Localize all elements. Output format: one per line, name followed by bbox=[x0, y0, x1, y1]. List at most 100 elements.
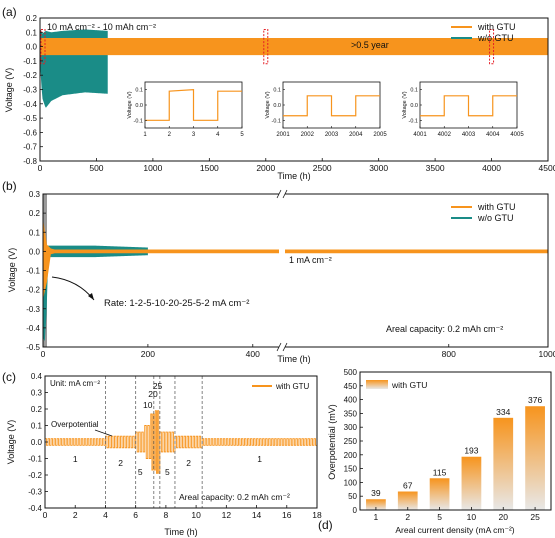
panel-label-b: (b) bbox=[2, 179, 17, 193]
chart-b-axis-break-gap bbox=[279, 192, 285, 349]
chart-c-segment-label: 1 bbox=[257, 454, 262, 464]
chart-a-ytick-label: 0.2 bbox=[26, 14, 38, 23]
chart-a-inset-ytick-label: -0.1 bbox=[134, 118, 143, 124]
series-with-gtu-band bbox=[40, 38, 548, 56]
chart-c-xtick-label: 6 bbox=[133, 510, 138, 520]
chart-a-ytick-label: -0.5 bbox=[23, 114, 37, 123]
chart-d-xtick-label: 10 bbox=[467, 512, 477, 522]
chart-d-value-label: 67 bbox=[403, 481, 413, 491]
chart-b-rate-arrow bbox=[51, 276, 95, 301]
chart-b-break-mark bbox=[282, 189, 288, 199]
chart-a-inset-xtick-label: 2 bbox=[168, 132, 172, 138]
chart-c-segment-label: 5 bbox=[165, 467, 170, 477]
chart-c-ytick-label: 0.2 bbox=[31, 405, 43, 414]
chart-a-ytick-label: -0.7 bbox=[23, 143, 37, 152]
panel-label-a: (a) bbox=[2, 5, 17, 19]
chart-d-ytick-label: 450 bbox=[344, 382, 358, 391]
chart-a-xtick-label: 4000 bbox=[482, 163, 501, 173]
chart-d-ytick-label: 350 bbox=[344, 409, 358, 418]
chart-d-frame bbox=[359, 371, 552, 511]
legend-swatch-d bbox=[366, 380, 388, 389]
chart-b-break-mark bbox=[276, 342, 282, 352]
chart-a-inset-ytick-label: -0.1 bbox=[272, 118, 281, 124]
chart-a-zoom-marker bbox=[489, 28, 495, 65]
chart-d-xtick-label: 20 bbox=[499, 512, 509, 522]
chart-b-ylabel: Voltage (V) bbox=[7, 248, 17, 293]
chart-c-ytick-label: 0.0 bbox=[31, 438, 43, 447]
chart-c-xtick-label: 12 bbox=[222, 510, 232, 520]
chart-d-ytick-label: 250 bbox=[344, 437, 358, 446]
chart-a-inset-xtick-label: 4003 bbox=[462, 132, 476, 138]
chart-b-ytick-label: 0.1 bbox=[29, 228, 41, 237]
chart-a-inset-ytick-label: 0.0 bbox=[135, 103, 143, 109]
chart-a-inset-xtick-label: 1 bbox=[143, 132, 147, 138]
chart-b-ytick-label: 0.0 bbox=[29, 247, 41, 256]
chart-d-ytick-label: 300 bbox=[344, 423, 358, 432]
chart-d-ylabel: Overpotential (mV) bbox=[327, 404, 337, 480]
chart-c-xtick-label: 16 bbox=[282, 510, 292, 520]
chart-d-ytick-label: 500 bbox=[344, 368, 358, 377]
chart-d-value-label: 193 bbox=[464, 446, 478, 456]
chart-c-overpotential-arrow bbox=[94, 429, 113, 437]
chart-d-bar bbox=[397, 491, 418, 510]
chart-a-legend: with GTU w/o GTU bbox=[451, 22, 516, 43]
legend-a-1: w/o GTU bbox=[477, 33, 514, 43]
chart-a-ytick-label: -0.1 bbox=[23, 57, 37, 66]
legend-b-1: w/o GTU bbox=[477, 213, 514, 223]
chart-d-bar bbox=[366, 499, 386, 510]
chart-c-xtick-label: 18 bbox=[312, 510, 322, 520]
chart-a-xtick-label: 2500 bbox=[313, 163, 332, 173]
chart-b-xtick-label: 200 bbox=[141, 349, 155, 359]
chart-c-overpotential: Overpotential bbox=[51, 420, 99, 429]
chart-a-ytick-label: -0.6 bbox=[23, 128, 37, 137]
chart-a-inset-ylabel: Voltage (V) bbox=[265, 91, 271, 118]
chart-a-inset-xtick-label: 2005 bbox=[373, 132, 387, 138]
legend-c-0: with GTU bbox=[275, 382, 310, 391]
chart-d-bar bbox=[493, 417, 514, 510]
chart-a-inset-ytick-label: 0.1 bbox=[273, 88, 281, 94]
chart-a-inset-xtick-label: 2004 bbox=[349, 132, 363, 138]
chart-a-ytick-label: -0.2 bbox=[23, 71, 37, 80]
chart-d-ytick-label: 200 bbox=[344, 451, 358, 460]
chart-c-segment-label: 10 bbox=[143, 400, 153, 410]
chart-d-value-label: 334 bbox=[496, 407, 510, 417]
chart-b-break-mark bbox=[282, 342, 288, 352]
chart-d-ytick-label: 0 bbox=[353, 506, 358, 515]
chart-c-ytick-label: -0.1 bbox=[28, 455, 42, 464]
chart-c-xtick-label: 0 bbox=[43, 510, 48, 520]
legend-a-0: with GTU bbox=[477, 22, 516, 32]
chart-c-segment-label: 20 bbox=[148, 389, 158, 399]
chart-b-xtick-label: 800 bbox=[442, 349, 456, 359]
chart-a-inset-ylabel: Voltage (V) bbox=[402, 91, 408, 118]
chart-a-inset-xtick-label: 2003 bbox=[325, 132, 339, 138]
chart-b-ytick-label: -0.1 bbox=[26, 267, 40, 276]
chart-a-inset-xtick-label: 4004 bbox=[486, 132, 500, 138]
chart-a-inset-ytick-label: 0.0 bbox=[273, 103, 281, 109]
chart-c-legend: with GTU bbox=[252, 382, 310, 391]
chart-c-xtick-label: 4 bbox=[103, 510, 108, 520]
chart-b-ytick-label: -0.4 bbox=[26, 324, 40, 333]
chart-a-xtick-label: 1000 bbox=[143, 163, 162, 173]
chart-c-ytick-label: 0.1 bbox=[31, 422, 43, 431]
chart-a-inset-ytick-label: 0.1 bbox=[410, 88, 418, 94]
chart-a-zoom-marker bbox=[263, 28, 269, 65]
chart-d-bar bbox=[525, 406, 545, 510]
chart-a-xtick-label: 3500 bbox=[426, 163, 445, 173]
chart-a-condition: 10 mA cm⁻² - 10 mAh cm⁻² bbox=[47, 22, 156, 32]
chart-a-xlabel: Time (h) bbox=[277, 171, 310, 181]
chart-a-inset-line bbox=[283, 95, 380, 117]
chart-a-inset-xtick-label: 2001 bbox=[276, 132, 290, 138]
chart-d-xtick-label: 25 bbox=[530, 512, 540, 522]
chart-b-xtick-label: 0 bbox=[41, 349, 46, 359]
chart-d-bar bbox=[429, 478, 450, 510]
chart-b-ytick-label: 0.2 bbox=[29, 209, 41, 218]
chart-a-ticks: 0500100015002000250030003500400045000.20… bbox=[23, 14, 555, 173]
chart-a-inset-xtick-label: 4 bbox=[216, 132, 220, 138]
chart-b-marks bbox=[43, 218, 548, 342]
chart-d-bar bbox=[461, 456, 482, 510]
